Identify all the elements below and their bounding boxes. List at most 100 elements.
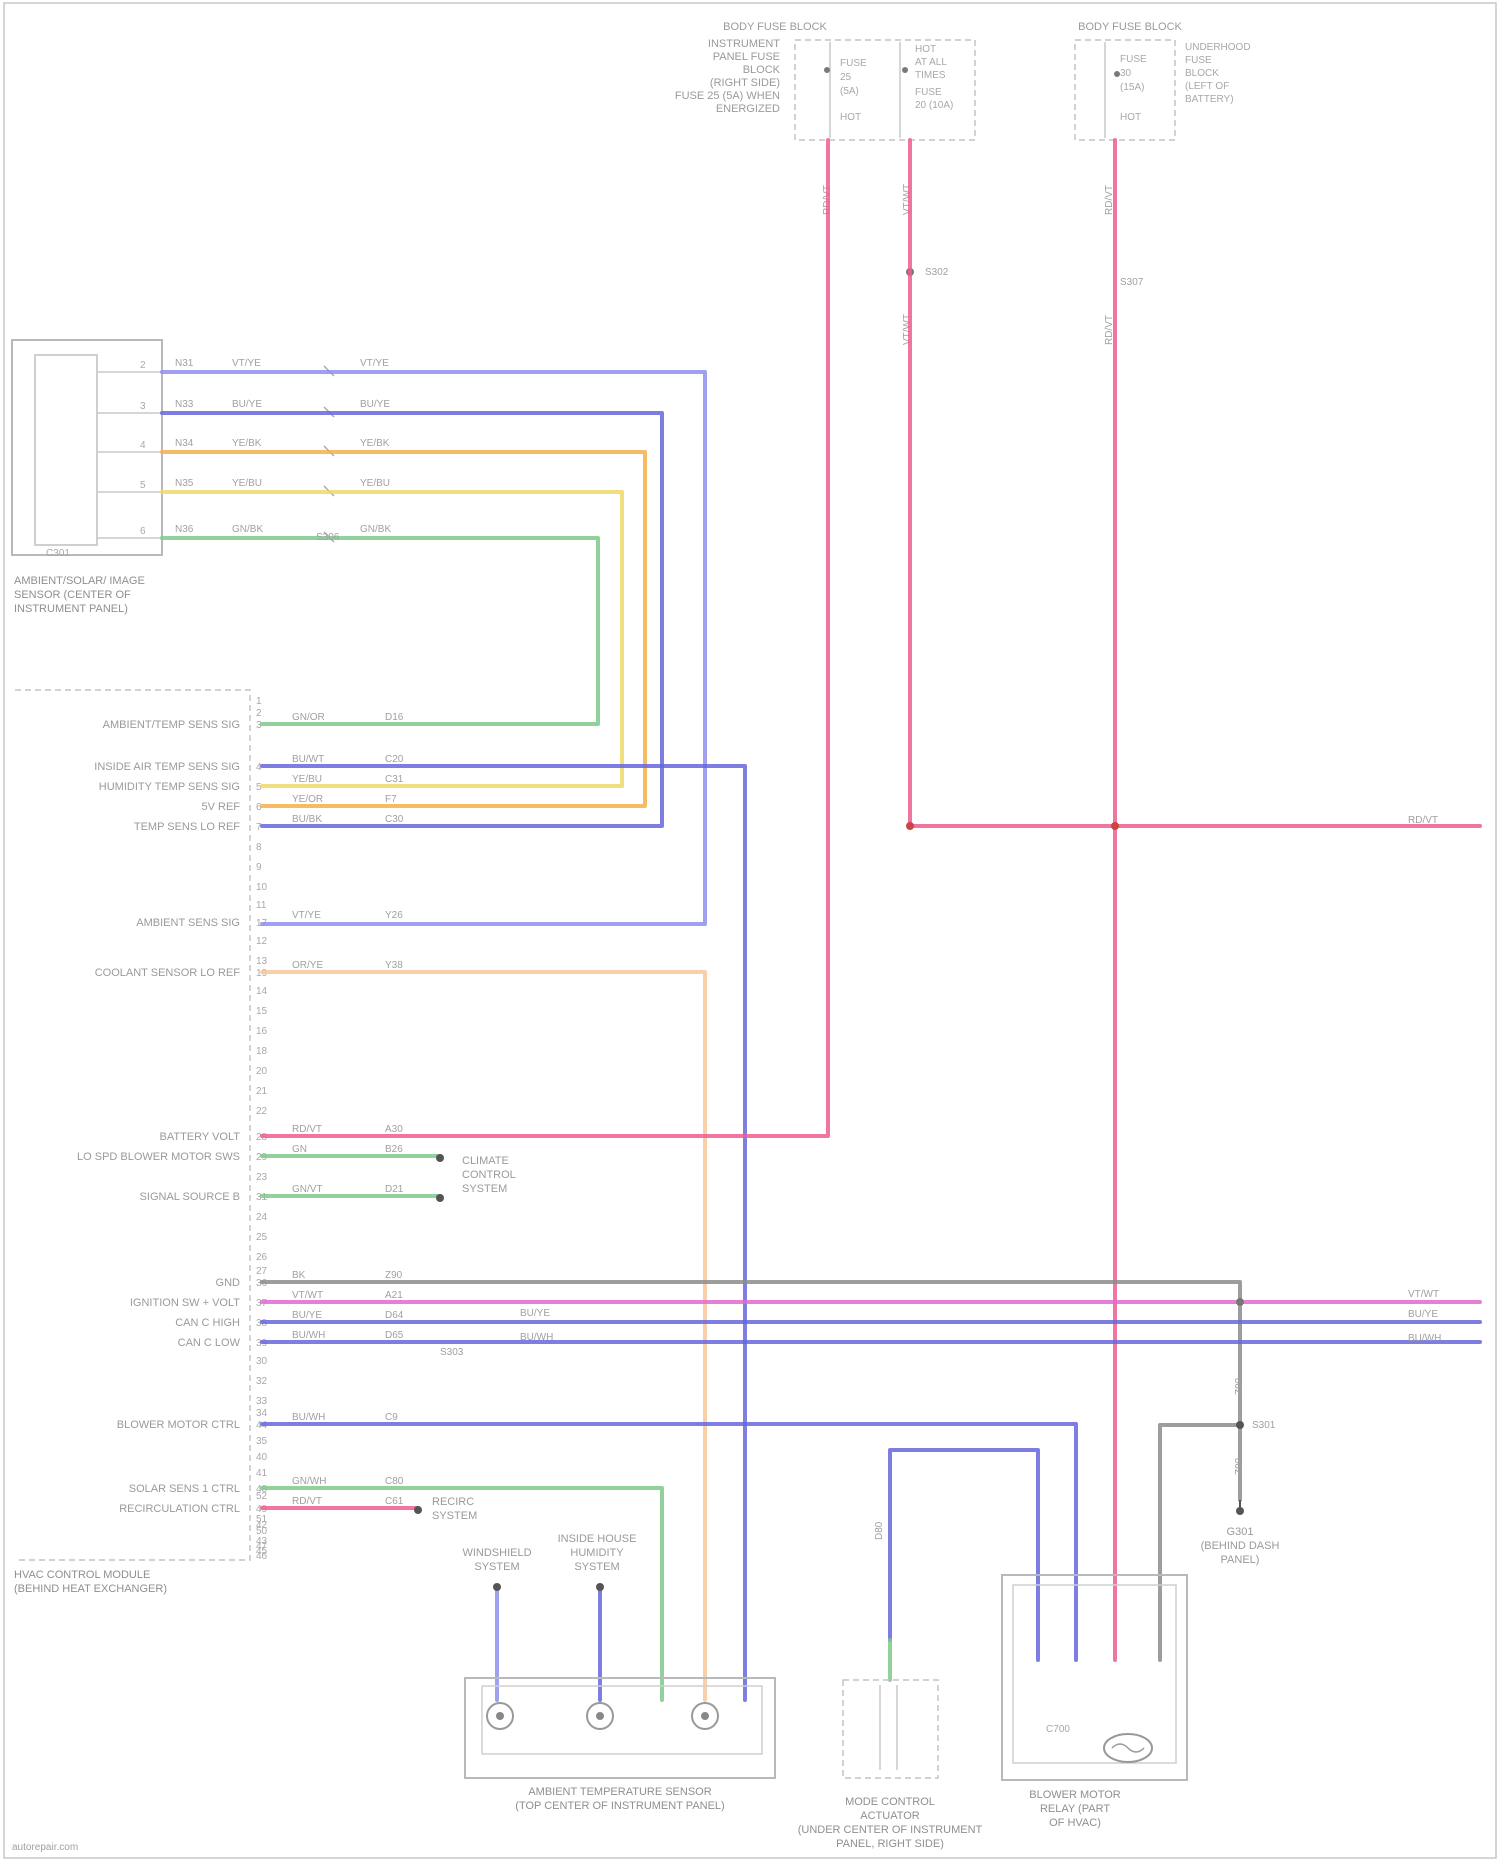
module-circuit: Y26 <box>385 910 403 921</box>
svg-text:OF HVAC): OF HVAC) <box>1049 1817 1101 1829</box>
svg-text:(LEFT OF: (LEFT OF <box>1185 81 1229 92</box>
sensor-circuit: N33 <box>175 399 194 410</box>
module-pin-number: 25 <box>256 1232 268 1243</box>
module-pin-number: 26 <box>256 1252 268 1263</box>
svg-text:PANEL, RIGHT SIDE): PANEL, RIGHT SIDE) <box>836 1838 944 1850</box>
module-wire-color: RD/VT <box>292 1496 322 1507</box>
module-pin-number: 50 <box>256 1526 268 1537</box>
module-pin-number: 27 <box>256 1266 268 1277</box>
splice-label-s307: S307 <box>1120 277 1144 288</box>
wire-harness <box>162 140 1480 1700</box>
svg-text:PANEL FUSE: PANEL FUSE <box>713 51 780 63</box>
right-label-buwh: BU/WH <box>1408 1333 1441 1344</box>
svg-text:BLOCK: BLOCK <box>1185 68 1219 79</box>
svg-text:FUSE: FUSE <box>1120 54 1147 65</box>
module-wire-color: VT/WT <box>292 1290 323 1301</box>
svg-text:ENERGIZED: ENERGIZED <box>716 103 780 115</box>
sensor-wire-color-a: YE/BK <box>232 438 262 449</box>
module-pin-label: SOLAR SENS 1 CTRL <box>129 1483 240 1495</box>
module-pin-number: 32 <box>256 1376 268 1387</box>
module-wire-color: BU/BK <box>292 814 322 825</box>
right-label-buye: BU/YE <box>1408 1309 1438 1320</box>
module-pin-label: LO SPD BLOWER MOTOR SWS <box>77 1151 240 1163</box>
module-pin-rows: AMBIENT/TEMP SENS SIGGN/ORD16INSIDE AIR … <box>77 712 404 1515</box>
module-pin-number: 47 <box>256 1541 268 1552</box>
svg-text:HOT: HOT <box>1120 112 1141 123</box>
module-wire-color: BK <box>292 1270 306 1281</box>
sensor-wire-color-b: YE/BK <box>360 438 390 449</box>
fuse-icon <box>902 67 908 73</box>
module-pin-label: INSIDE AIR TEMP SENS SIG <box>94 761 240 773</box>
fuse-box-2-inner-text: FUSE 30 (15A) HOT <box>1120 54 1147 123</box>
module-pin-number: 12 <box>256 936 268 947</box>
splice-icon <box>436 1154 444 1162</box>
svg-text:G301: G301 <box>1227 1526 1254 1538</box>
module-circuit: C61 <box>385 1496 404 1507</box>
svg-text:FUSE: FUSE <box>1185 55 1212 66</box>
svg-text:30: 30 <box>1120 68 1132 79</box>
svg-text:PANEL): PANEL) <box>1221 1554 1260 1566</box>
splice-icon <box>493 1583 501 1591</box>
module-pin-number: 51 <box>256 1514 268 1525</box>
can-mid-label-1: BU/YE <box>520 1308 550 1319</box>
module-pin-number: 1 <box>256 696 262 707</box>
fuse-box-1-inner-text: FUSE 25 (5A) HOT <box>840 58 867 123</box>
module-pin-label: CAN C HIGH <box>175 1317 240 1329</box>
svg-text:SYSTEM: SYSTEM <box>474 1561 519 1573</box>
mid-splice-label: S303 <box>440 1347 464 1358</box>
module-wire-color: BU/WH <box>292 1330 325 1341</box>
svg-text:BLOWER MOTOR: BLOWER MOTOR <box>1029 1789 1121 1801</box>
module-pin-label: SIGNAL SOURCE B <box>140 1191 240 1203</box>
svg-text:D80: D80 <box>874 1521 885 1540</box>
module-pin-label: HUMIDITY TEMP SENS SIG <box>99 781 240 793</box>
svg-text:AT ALL: AT ALL <box>915 57 947 68</box>
sensor-circuit: N36 <box>175 524 194 535</box>
module-pin-number: 22 <box>256 1106 268 1117</box>
svg-text:(RIGHT SIDE): (RIGHT SIDE) <box>710 77 780 89</box>
recirculation-note: RECIRC SYSTEM <box>414 1496 477 1522</box>
module-wire-color: BU/WT <box>292 754 324 765</box>
splice-icon <box>596 1583 604 1591</box>
module-circuit: A30 <box>385 1124 403 1135</box>
fuse-box-1-side-text: INSTRUMENT PANEL FUSE BLOCK (RIGHT SIDE)… <box>675 38 781 115</box>
svg-text:INSIDE HOUSE: INSIDE HOUSE <box>558 1533 637 1545</box>
fuse-icon <box>824 67 830 73</box>
sensor-body <box>35 355 97 545</box>
sensor-cavity: 5 <box>140 480 146 491</box>
fuse-box-1-title: BODY FUSE BLOCK <box>723 21 827 33</box>
svg-text:BATTERY): BATTERY) <box>1185 94 1234 105</box>
module-pin-number: 18 <box>256 1046 268 1057</box>
sensor-cavity: 6 <box>140 526 146 537</box>
module-circuit: C80 <box>385 1476 404 1487</box>
svg-text:20 (10A): 20 (10A) <box>915 100 953 111</box>
module-pin-label: IGNITION SW + VOLT <box>130 1297 240 1309</box>
module-pin-number: 33 <box>256 1396 268 1407</box>
wire-bu-wt <box>262 766 745 1700</box>
module-pin-label: BLOWER MOTOR CTRL <box>117 1419 240 1431</box>
can-mid-label-2: BU/WH <box>520 1332 553 1343</box>
sensor-wire-color-a: VT/YE <box>232 358 261 369</box>
svg-text:SYSTEM: SYSTEM <box>432 1510 477 1522</box>
wire-or-ye <box>262 972 705 1700</box>
splice-icon <box>1111 822 1119 830</box>
module-circuit: B26 <box>385 1144 403 1155</box>
svg-text:AMBIENT TEMPERATURE SENSOR: AMBIENT TEMPERATURE SENSOR <box>528 1786 711 1798</box>
svg-text:FUSE 25 (5A) WHEN: FUSE 25 (5A) WHEN <box>675 90 780 102</box>
sensor-icon <box>692 1703 718 1729</box>
module-circuit: F7 <box>385 794 397 805</box>
splice-icon <box>1236 1298 1244 1306</box>
module-pin-number: 13 <box>256 956 268 967</box>
splice-label-s302: S302 <box>925 267 949 278</box>
svg-text:HOT: HOT <box>915 44 936 55</box>
module-pin-label: AMBIENT/TEMP SENS SIG <box>103 719 240 731</box>
svg-text:INSTRUMENT PANEL): INSTRUMENT PANEL) <box>14 603 128 615</box>
module-pin-label: RECIRCULATION CTRL <box>119 1503 240 1515</box>
module-circuit: A21 <box>385 1290 403 1301</box>
wire-ye-bk <box>162 452 645 806</box>
module-pin-number: 15 <box>256 1006 268 1017</box>
module-pin-number: 8 <box>256 842 262 853</box>
left-top-splice-label: S306 <box>316 532 340 543</box>
svg-text:SENSOR (CENTER OF: SENSOR (CENTER OF <box>14 589 131 601</box>
svg-text:HUMIDITY: HUMIDITY <box>570 1547 624 1559</box>
sensor-id: C301 <box>46 548 70 559</box>
